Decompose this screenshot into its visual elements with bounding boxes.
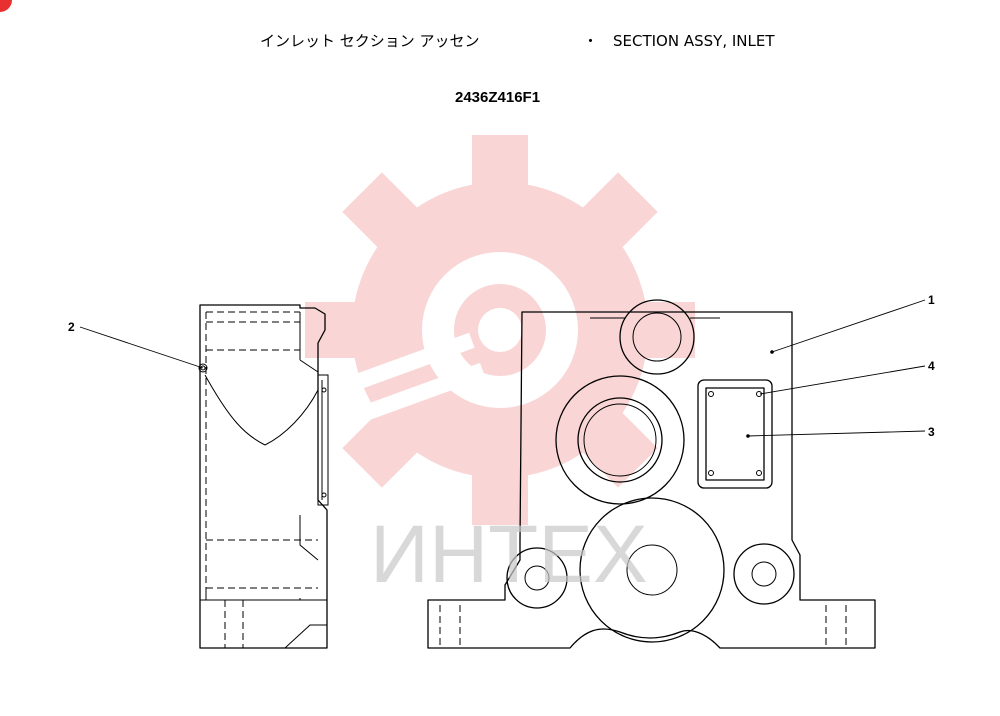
title-separator: ・ xyxy=(583,32,598,50)
title-english: SECTION ASSY, INLET xyxy=(613,32,775,50)
callout-leaders xyxy=(79,299,926,438)
side-view xyxy=(198,304,329,649)
front-view xyxy=(427,299,876,649)
callout-3: 3 xyxy=(928,425,935,439)
part-number: 2436Z416F1 xyxy=(455,89,540,106)
callout-1: 1 xyxy=(928,293,935,307)
title-japanese: インレット セクション アッセン xyxy=(260,32,480,50)
callout-2: 2 xyxy=(68,320,75,334)
watermark-gear-logo xyxy=(305,135,695,525)
watermark-text: ИНТЕХ xyxy=(370,509,648,600)
callout-4: 4 xyxy=(928,359,935,373)
corner-logo-icon xyxy=(0,0,12,12)
